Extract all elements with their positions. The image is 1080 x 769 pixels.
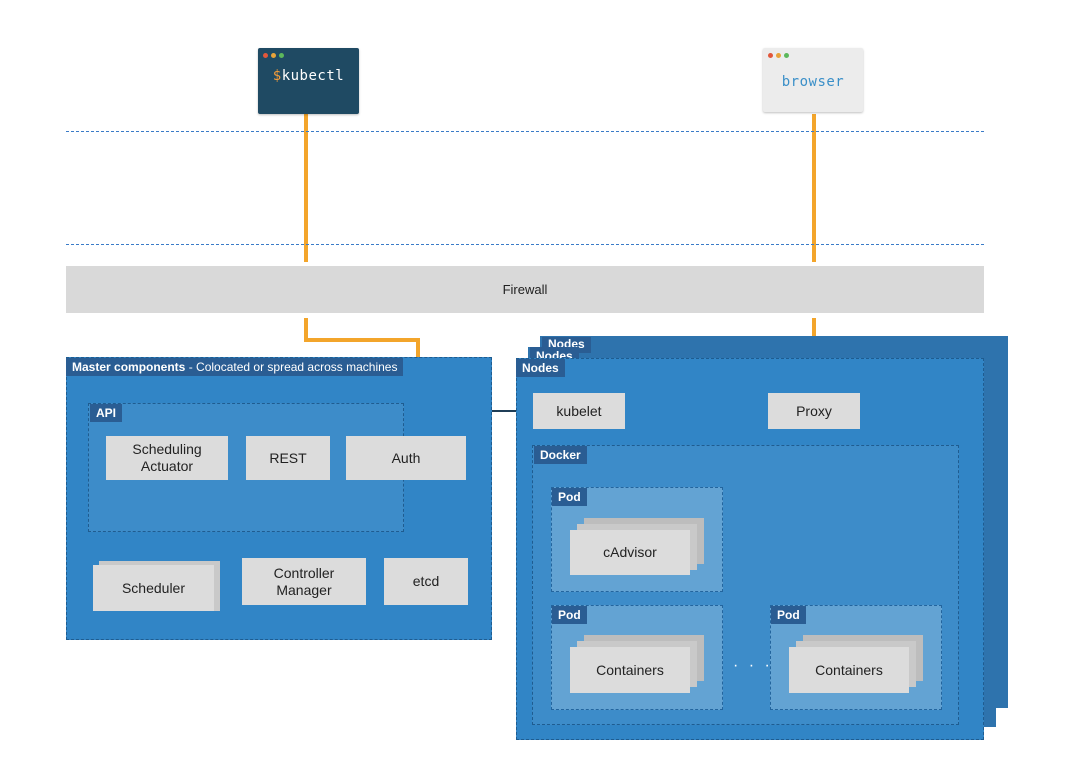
maximize-dot-icon [279, 53, 284, 58]
minimize-dot-icon [776, 53, 781, 58]
containers-right-box[interactable]: Containers [789, 647, 909, 693]
maximize-dot-icon [784, 53, 789, 58]
pod-tag: Pod [771, 606, 806, 624]
scheduling-actuator-box[interactable]: Scheduling Actuator [106, 436, 228, 480]
scheduler-box[interactable]: Scheduler [93, 565, 214, 611]
minimize-dot-icon [271, 53, 276, 58]
close-dot-icon [263, 53, 268, 58]
controller-manager-box[interactable]: Controller Manager [242, 558, 366, 605]
browser-window[interactable]: browser [763, 48, 863, 112]
api-tag: API [90, 404, 123, 422]
more-pods-ellipsis: · · · [733, 657, 773, 674]
close-dot-icon [768, 53, 773, 58]
firewall-label: Firewall [502, 282, 548, 297]
window-controls [768, 53, 789, 58]
dashed-boundary-bottom [66, 244, 984, 245]
kubectl-terminal[interactable]: $kubectl [258, 48, 359, 114]
window-controls [263, 53, 284, 58]
pod-tag: Pod [552, 488, 587, 506]
browser-label: browser [781, 74, 845, 90]
nodes-tag: Nodes [516, 359, 565, 377]
prompt-symbol: $ [272, 68, 282, 84]
pod-tag: Pod [552, 606, 587, 624]
kubectl-command: $kubectl [258, 68, 359, 84]
kubectl-label: kubectl [281, 68, 345, 84]
etcd-box[interactable]: etcd [384, 558, 468, 605]
docker-tag: Docker [534, 446, 587, 464]
cadvisor-box[interactable]: cAdvisor [570, 530, 690, 575]
auth-box[interactable]: Auth [346, 436, 466, 480]
master-components-tag: Master components - Colocated or spread … [66, 358, 404, 376]
rest-box[interactable]: REST [246, 436, 330, 480]
master-subtitle: - Colocated or spread across machines [188, 360, 398, 374]
dashed-boundary-top [66, 131, 984, 132]
firewall-bar: Firewall [66, 266, 984, 313]
containers-left-box[interactable]: Containers [570, 647, 690, 693]
master-title: Master components [72, 360, 186, 374]
proxy-box[interactable]: Proxy [768, 393, 860, 429]
kubelet-box[interactable]: kubelet [533, 393, 625, 429]
